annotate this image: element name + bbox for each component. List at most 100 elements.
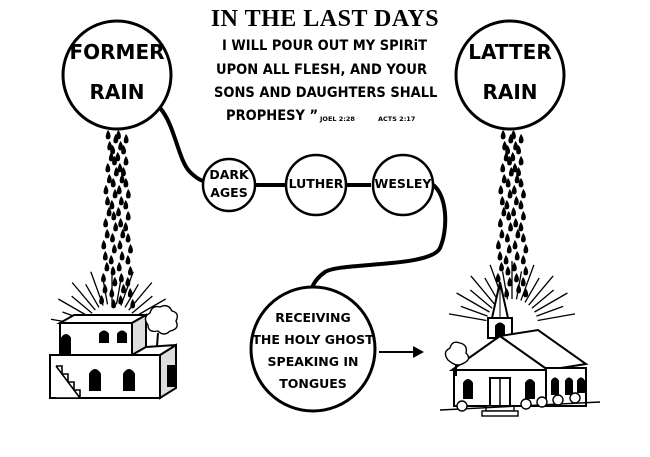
- flame-drop: [105, 163, 111, 173]
- flame-drop: [521, 189, 526, 199]
- flame-drop: [512, 240, 518, 250]
- flame-drop: [123, 156, 129, 166]
- light-ray: [537, 313, 576, 322]
- flame-drop: [516, 167, 521, 177]
- wesley-label: WESLEY: [374, 176, 432, 191]
- light-ray: [456, 292, 490, 313]
- luther-circle: [284, 153, 348, 217]
- flame-drop: [119, 251, 125, 261]
- flame-drop: [513, 218, 519, 228]
- flame-drop: [123, 134, 129, 144]
- flame-drop: [104, 229, 110, 239]
- receiving-line-1: RECEIVING: [275, 310, 351, 325]
- light-ray: [524, 277, 540, 303]
- flame-drop: [109, 200, 115, 210]
- arrow-to-church-head: [413, 346, 424, 358]
- flame-drop: [102, 251, 108, 261]
- flame-drop: [110, 233, 115, 243]
- dark-ages-circle: [201, 157, 257, 213]
- flame-drop: [123, 200, 129, 210]
- flame-drop: [504, 200, 510, 210]
- flame-drop: [511, 130, 516, 140]
- light-ray: [520, 264, 535, 301]
- flame-drop: [113, 222, 119, 232]
- light-ray: [470, 275, 496, 306]
- church-light-rays: [448, 261, 576, 322]
- flame-drop: [107, 174, 112, 184]
- flame-drop: [512, 163, 518, 173]
- light-ray: [528, 275, 554, 306]
- reference-acts: ACTS 2:17: [378, 115, 416, 123]
- flame-drop: [511, 207, 516, 217]
- flame-drop: [123, 178, 129, 188]
- flame-drop: [498, 218, 503, 228]
- flame-drop: [125, 189, 131, 199]
- light-ray: [131, 295, 153, 314]
- flame-drop: [520, 233, 526, 243]
- latter-rain-label-line-1: LATTER: [468, 40, 552, 64]
- flame-drop: [105, 130, 111, 140]
- flame-drop: [128, 244, 133, 254]
- receiving-line-3: SPEAKING IN: [267, 354, 359, 369]
- flame-drop: [505, 233, 510, 243]
- verse-line-2: UPON ALL FLESH, AND YOUR: [216, 62, 428, 78]
- flame-drop: [106, 207, 112, 217]
- former-rain-label-line-2: RAIN: [89, 80, 145, 104]
- light-ray: [102, 277, 109, 305]
- light-ray: [515, 271, 523, 300]
- flame-drop: [498, 185, 504, 195]
- light-ray: [90, 271, 104, 306]
- light-ray: [128, 282, 153, 311]
- flame-drop: [508, 167, 514, 177]
- flame-drop: [118, 196, 124, 206]
- flame-drop: [125, 233, 131, 243]
- verse-line-1: I WILL POUR OUT MY SPIRiT: [222, 38, 428, 54]
- flame-drop: [118, 218, 124, 228]
- flame-drop: [116, 130, 121, 140]
- flame-drop: [516, 145, 522, 155]
- flame-drop: [496, 240, 501, 250]
- flame-drop: [514, 251, 520, 261]
- flame-drop: [501, 207, 507, 217]
- luther-label: LUTHER: [288, 176, 344, 191]
- flame-drop: [112, 189, 118, 199]
- light-ray: [448, 313, 487, 322]
- flame-drop: [511, 262, 517, 272]
- flame-drop: [118, 273, 124, 283]
- wesley-circle: [371, 153, 435, 217]
- flame-drop: [101, 240, 107, 250]
- light-ray: [536, 305, 564, 317]
- flame-drop: [123, 222, 129, 232]
- flame-drop: [513, 141, 519, 151]
- flame-drop: [116, 207, 121, 217]
- verse-line-3: SONS AND DAUGHTERS SHALL: [214, 85, 438, 101]
- light-ray: [460, 305, 488, 317]
- flame-drop: [120, 229, 126, 239]
- flame-drop: [101, 273, 106, 283]
- receiving-line-4: TONGUES: [279, 376, 347, 391]
- flame-drop: [117, 240, 123, 250]
- flame-drop: [500, 163, 506, 173]
- flame-drop: [104, 262, 110, 272]
- flame-drop: [505, 145, 511, 155]
- flame-drop: [111, 244, 117, 254]
- flame-drop: [110, 178, 116, 188]
- former-rain-circle: [61, 19, 173, 131]
- reference-joel: JOEL 2:28: [320, 115, 355, 123]
- flame-drop: [110, 145, 116, 155]
- flame-drop: [518, 156, 524, 166]
- flame-drop: [518, 222, 524, 232]
- flame-drop: [500, 130, 506, 140]
- flame-drop: [503, 255, 509, 265]
- light-ray: [85, 284, 100, 308]
- flame-drop: [518, 178, 524, 188]
- flame-drop: [112, 277, 118, 287]
- flame-drop: [497, 251, 503, 261]
- flame-drop: [503, 152, 509, 162]
- flame-drop: [499, 196, 505, 206]
- flame-drop: [499, 229, 505, 239]
- flame-drop: [507, 189, 513, 199]
- church-illustration: [439, 261, 601, 417]
- flame-drop: [103, 185, 109, 195]
